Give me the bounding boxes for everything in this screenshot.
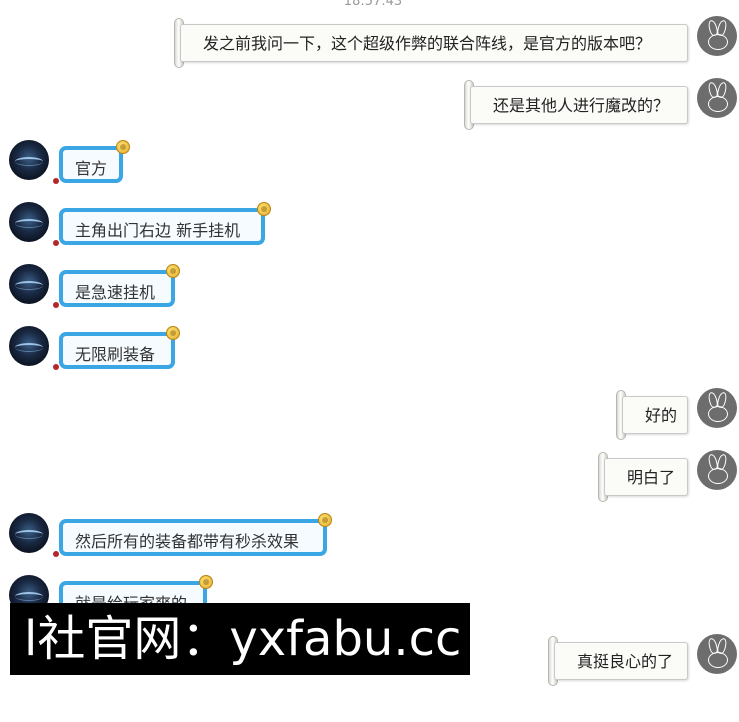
rabbit-face-icon [708,406,728,422]
message-bubble-contact[interactable]: 主角出门右边 新手挂机 [59,208,265,245]
avatar-contact[interactable] [9,513,59,557]
status-dot [53,364,59,370]
vip-badge-icon [166,264,180,278]
vip-badge-icon [318,513,332,527]
message-bubble-contact[interactable]: 无限刷装备 [59,332,175,369]
message-bubble-self[interactable]: 好的 [622,396,688,434]
avatar-contact[interactable] [9,326,59,370]
status-dot [53,551,59,557]
message-bubble-contact[interactable]: 是急速挂机 [59,270,175,307]
rabbit-face-icon [708,468,728,484]
message-bubble-contact[interactable]: 然后所有的装备都带有秒杀效果 [59,519,327,556]
status-dot [53,178,59,184]
watermark-banner: l社官网：yxfabu.cc [10,603,470,675]
vip-badge-icon [257,202,271,216]
avatar-self[interactable] [697,634,737,674]
message-bubble-self[interactable]: 真挺良心的了 [554,642,688,680]
vip-badge-icon [166,326,180,340]
vip-badge-icon [116,140,130,154]
message-bubble-self[interactable]: 还是其他人进行魔改的？ [470,86,688,124]
avatar-contact[interactable] [9,264,59,308]
avatar-self[interactable] [697,78,737,118]
chat-timestamp: 18:57:43 [343,0,403,9]
status-dot [53,240,59,246]
message-bubble-self[interactable]: 发之前我问一下，这个超级作弊的联合阵线，是官方的版本吧？ [180,24,688,62]
avatar-contact[interactable] [9,140,59,184]
vip-badge-icon [199,575,213,589]
avatar-self[interactable] [697,16,737,56]
status-dot [53,302,59,308]
avatar-self[interactable] [697,388,737,428]
avatar-contact[interactable] [9,202,59,246]
rabbit-face-icon [708,96,728,112]
rabbit-face-icon [708,652,728,668]
rabbit-face-icon [708,34,728,50]
message-bubble-self[interactable]: 明白了 [604,458,688,496]
message-bubble-contact[interactable]: 官方 [59,146,123,183]
avatar-self[interactable] [697,450,737,490]
